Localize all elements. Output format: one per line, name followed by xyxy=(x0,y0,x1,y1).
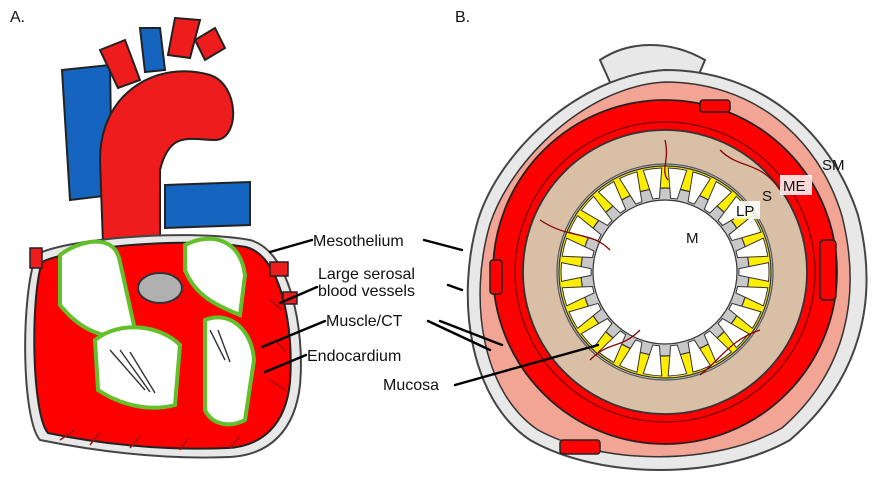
panel-a-label: A. xyxy=(10,9,25,26)
label-blood-vessels: blood vessels xyxy=(318,283,415,300)
serosal-vessel xyxy=(560,440,600,454)
surface-vessel xyxy=(270,262,288,276)
label-muscle-ct: Muscle/CT xyxy=(326,313,403,330)
label-sm: SM xyxy=(822,157,845,174)
aortic-branch-4 xyxy=(195,28,225,60)
label-s: S xyxy=(762,188,772,205)
label-m: M xyxy=(686,230,699,247)
serosal-vessel xyxy=(700,100,730,112)
lumen xyxy=(593,200,737,344)
aortic-branch-2 xyxy=(140,28,165,72)
right-ventricle xyxy=(95,327,180,407)
pulmonary-vessel xyxy=(165,182,250,228)
label-endocardium: Endocardium xyxy=(307,348,401,365)
aortic-valve xyxy=(138,273,182,303)
label-large-serosal: Large serosal xyxy=(318,266,415,283)
leader-serosal-right xyxy=(448,285,462,290)
serosal-vessel xyxy=(820,240,836,300)
heart-diagram xyxy=(25,18,301,458)
label-lp: LP xyxy=(736,203,754,220)
label-mesothelium: Mesothelium xyxy=(313,233,404,250)
label-me: ME xyxy=(783,178,806,195)
serosal-vessel xyxy=(490,260,502,294)
aortic-branch-3 xyxy=(168,18,200,58)
panel-b-label: B. xyxy=(455,9,470,26)
surface-vessel xyxy=(30,248,42,268)
tube-diagram xyxy=(468,45,867,470)
label-mucosa: Mucosa xyxy=(383,377,439,394)
